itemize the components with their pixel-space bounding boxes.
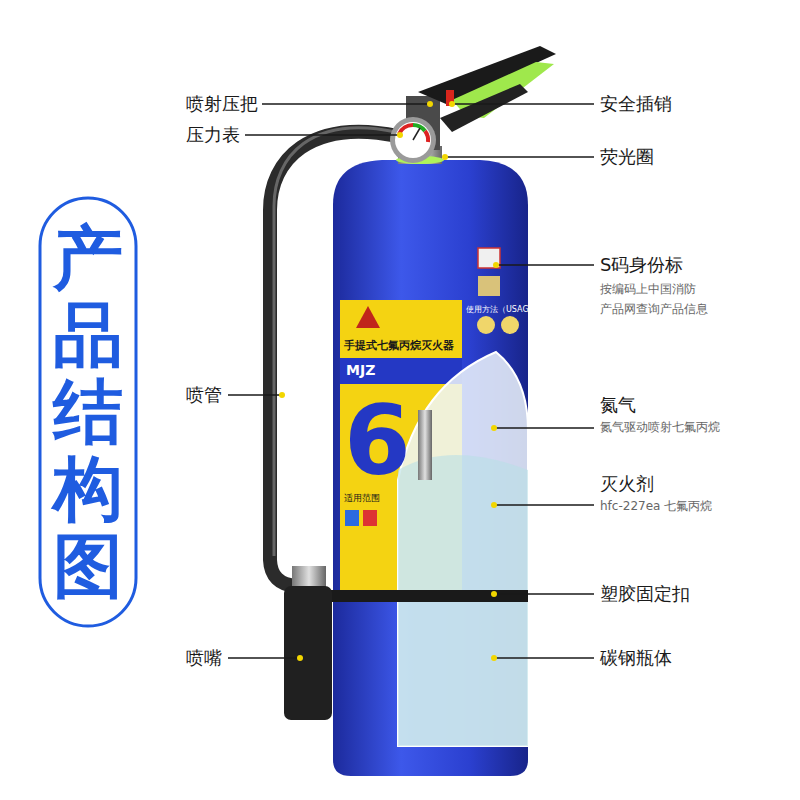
title-text: 产品结构图: [53, 220, 123, 605]
part-label: 氮气: [600, 394, 636, 416]
safety-pin: [446, 90, 454, 106]
id-tag: [478, 248, 500, 268]
leader-dots: [279, 101, 499, 661]
cylinder: [333, 160, 528, 776]
part-note: hfc-227ea 七氟丙烷: [600, 496, 712, 516]
usage-icon: [477, 316, 495, 334]
usage-text: 使用方法（USAGE）: [466, 304, 542, 315]
part-label: 安全插销: [600, 93, 672, 115]
sticker-icon: [345, 510, 359, 526]
scope-text: 适用范围: [344, 492, 380, 505]
bottom-lever: [440, 84, 528, 132]
gauge: [390, 117, 436, 163]
title-frame: [40, 198, 136, 626]
part-label: 塑胶固定扣: [600, 583, 690, 605]
capacity-number: 6: [344, 386, 411, 496]
gauge-face: [395, 122, 431, 158]
part-label: 碳钢瓶体: [600, 647, 672, 669]
part-label: 压力表: [186, 124, 240, 146]
part-label: 喷嘴: [186, 647, 222, 669]
usage-icon: [501, 316, 519, 334]
nozzle-collar: [292, 566, 326, 588]
sticker-icon: [363, 510, 377, 526]
part-label: 荧光圈: [600, 146, 654, 168]
nozzle: [284, 586, 332, 720]
id-tag: [478, 276, 500, 296]
part-note: 按编码上中国消防 产品网查询产品信息: [600, 279, 712, 319]
part-label: 喷管: [186, 384, 222, 406]
product-name: 手提式七氟丙烷灭火器: [344, 338, 454, 353]
cutaway: [398, 352, 528, 746]
part-label: S码身份标: [600, 254, 683, 276]
part-note: 氮气驱动喷射七氟丙烷: [600, 417, 720, 437]
siphon-tube: [418, 410, 432, 480]
model-code: MJZ: [346, 362, 375, 378]
strap: [318, 590, 528, 602]
logo: [356, 306, 380, 328]
part-label: 灭火剂: [600, 473, 654, 495]
sticker-band: [340, 358, 462, 384]
part-label: 喷射压把: [186, 93, 258, 115]
leader-lines: [228, 104, 594, 658]
